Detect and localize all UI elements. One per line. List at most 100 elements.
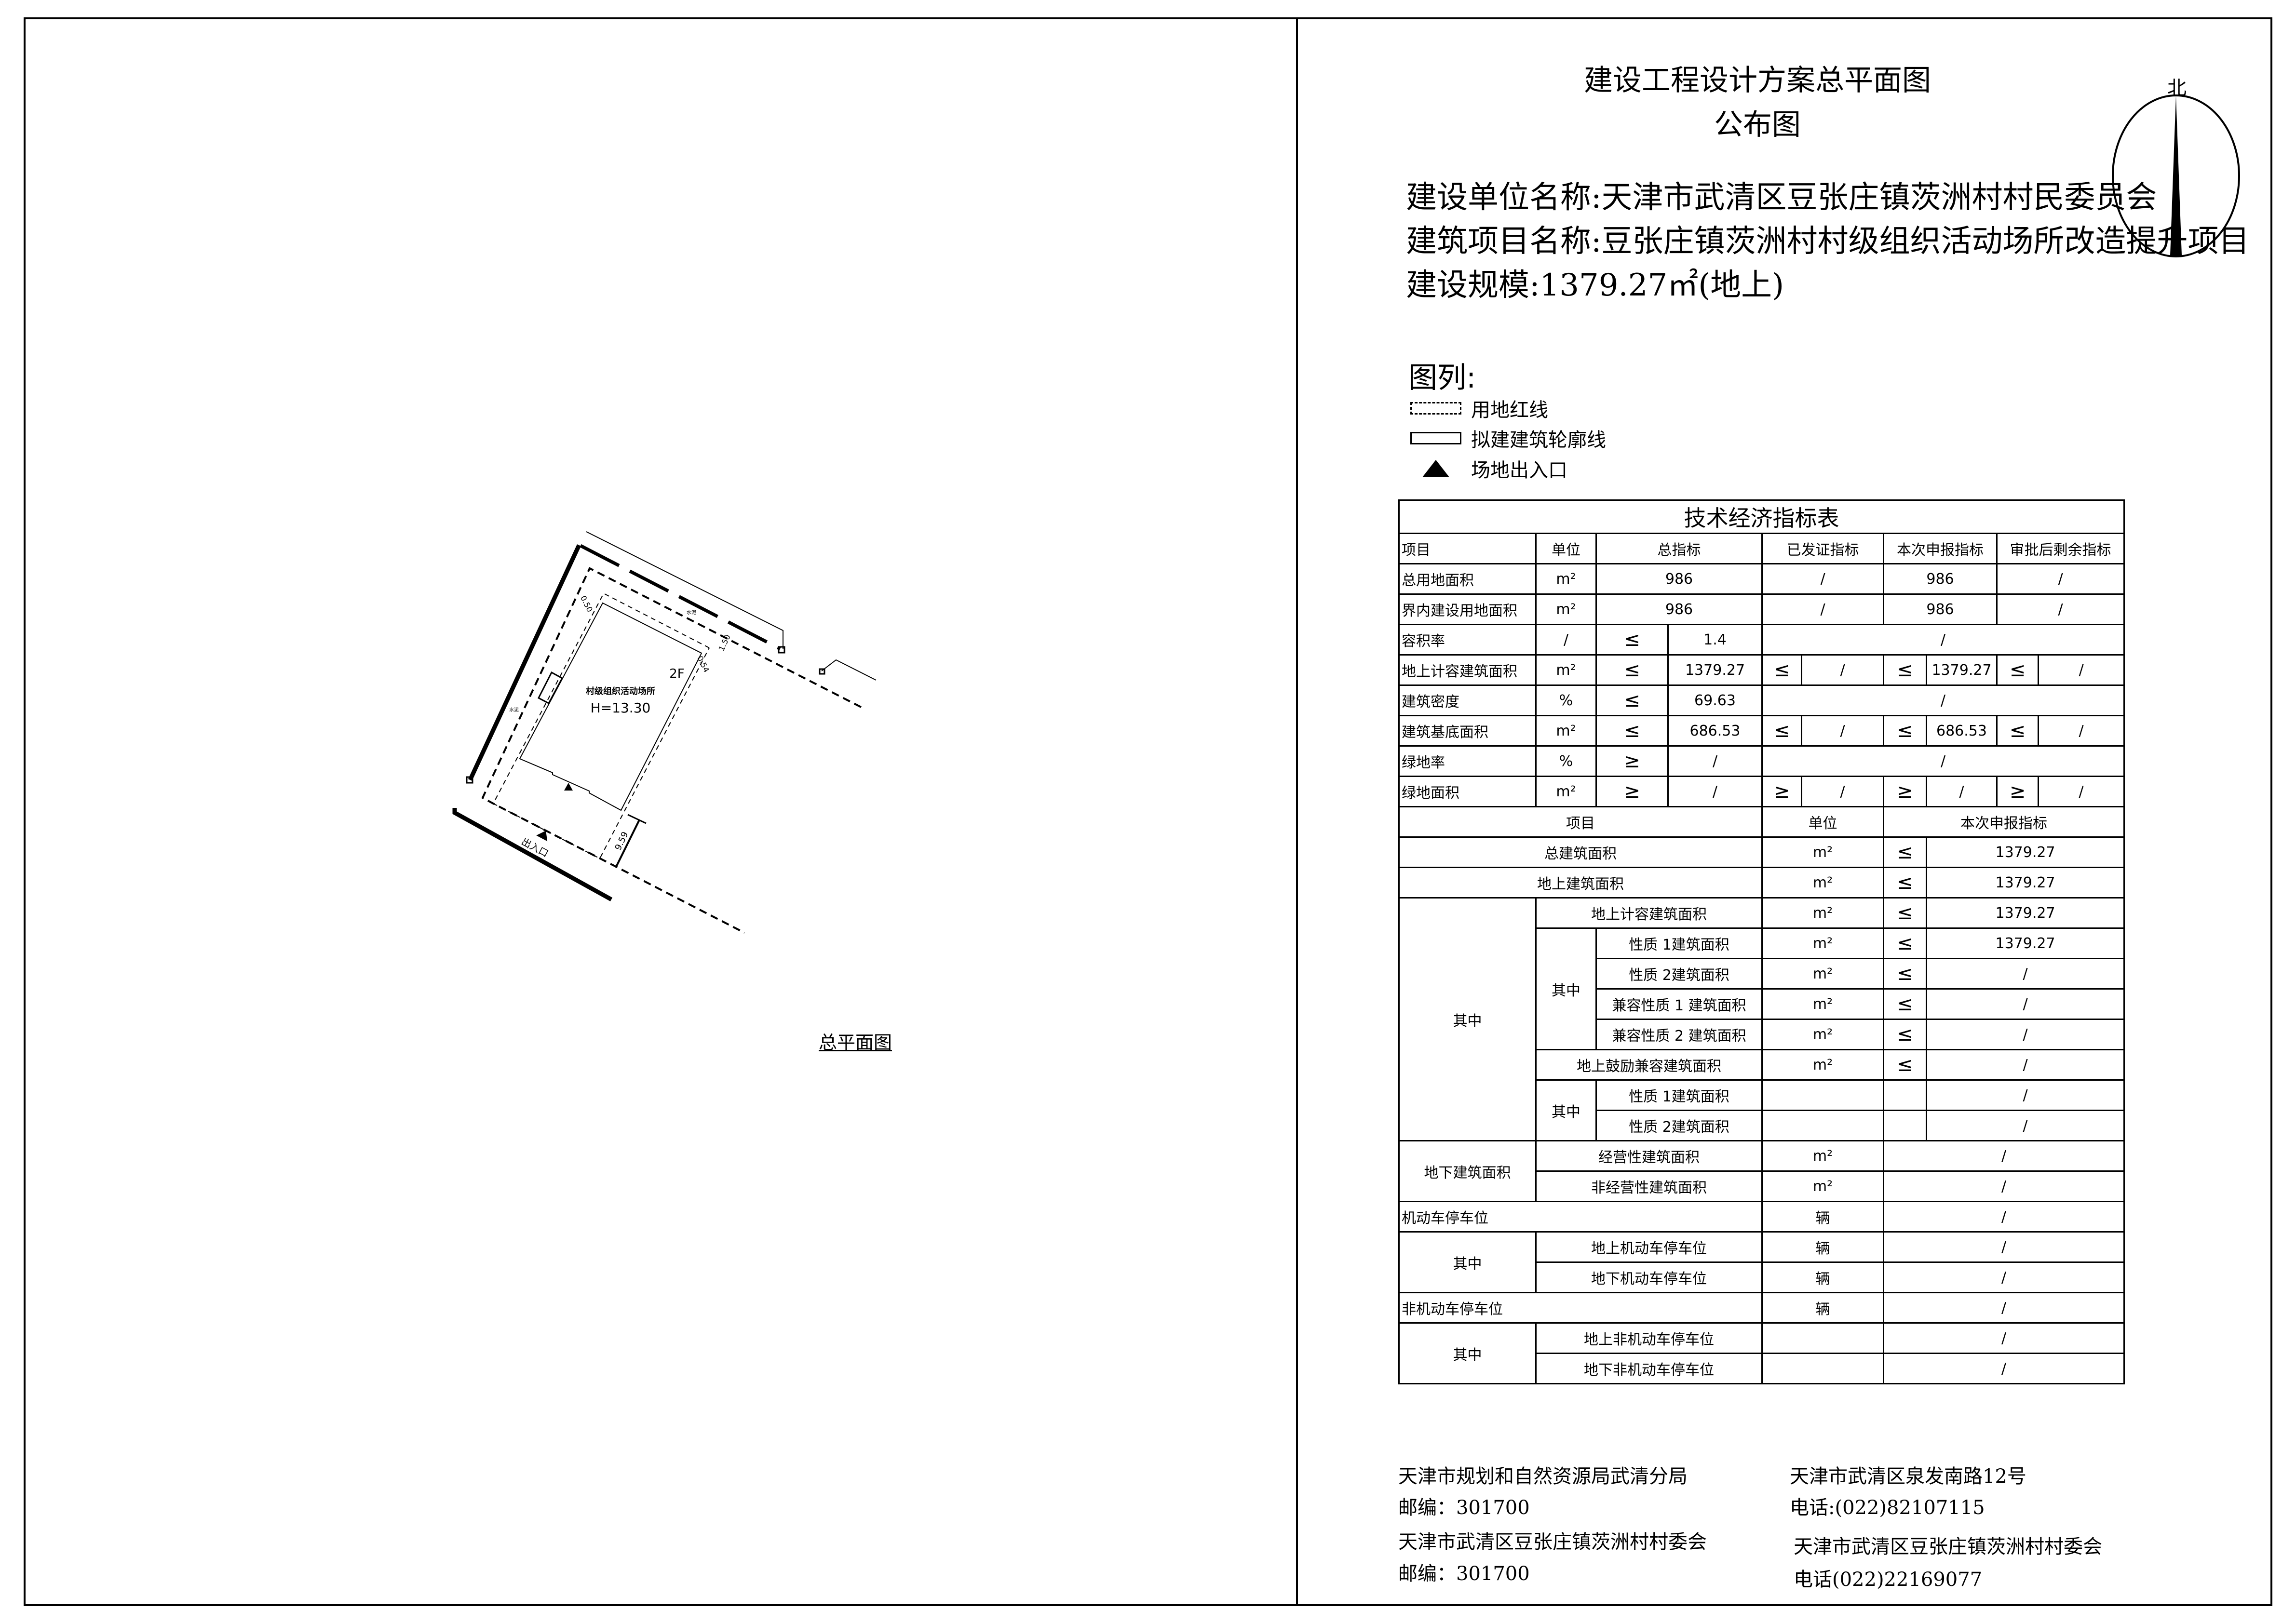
cell-unit: m² xyxy=(1761,867,1884,899)
legend-title: 图列: xyxy=(1408,361,1476,395)
north-arrow-icon xyxy=(2112,94,2240,257)
cell-unit: 辆 xyxy=(1761,1201,1884,1233)
cell-value: / xyxy=(1925,988,2125,1020)
footer-org2: 天津市武清区豆张庄镇茨洲村村委会 xyxy=(1398,1531,1707,1553)
cell-value: / xyxy=(1925,1019,2125,1050)
technical-economic-index-table: 技术经济指标表 项目 单位 总指标 已发证指标 本次申报指标 审批后剩余指标 总… xyxy=(1398,499,2125,1384)
detail-header-row: 项目 单位 本次申报指标 xyxy=(1398,806,2125,838)
cell-value: / xyxy=(1882,1353,2125,1384)
solid-rect-icon xyxy=(1410,432,1461,444)
entrance-triangle-icon xyxy=(564,783,573,791)
cell-unit: m² xyxy=(1535,776,1597,807)
cell-op: ≤ xyxy=(1883,897,1927,929)
cell-remaining: / xyxy=(2037,715,2125,747)
stair-rect xyxy=(537,671,564,705)
cell-item: 建筑密度 xyxy=(1398,684,1537,716)
table-row: 地上鼓励兼容建筑面积 m² ≤ / xyxy=(1399,1049,2125,1081)
cell-item: 地上非机动车停车位 xyxy=(1535,1322,1763,1354)
table-row: 其中 性质 1建筑面积 / xyxy=(1399,1079,2125,1141)
dashed-rect-icon xyxy=(1410,402,1461,415)
cell-group: 其中 xyxy=(1398,1322,1537,1384)
construction-unit: 建设单位名称:天津市武清区豆张庄镇茨洲村村民委员会 xyxy=(1406,180,2157,215)
drawing-subtitle: 公布图 xyxy=(1714,108,1801,142)
cell-item: 非机动车停车位 xyxy=(1398,1292,1763,1324)
cell-group: 其中 xyxy=(1398,1231,1537,1293)
cell-op: ≤ xyxy=(1761,715,1802,747)
cell-op: ≤ xyxy=(1595,624,1669,656)
table-row: 其中 地上机动车停车位 辆 / xyxy=(1398,1231,2125,1293)
cell-total: / xyxy=(1667,776,1763,807)
north-wall xyxy=(580,544,781,651)
table-row: 地上建筑面积 m² ≤ 1379.27 xyxy=(1398,867,2125,899)
dim-line-bottom xyxy=(615,819,640,868)
table-row: 其中 性质 1建筑面积 m² ≤ 1379.27 xyxy=(1399,927,2125,1050)
cell-item: 性质 2建筑面积 xyxy=(1595,958,1763,990)
cell-op: ≤ xyxy=(1883,867,1927,899)
site-red-line xyxy=(481,567,862,934)
cell-total: 986 xyxy=(1595,563,1763,595)
table-row: 建筑密度%≤69.63/ xyxy=(1398,684,2125,716)
cell-unit xyxy=(1761,1079,1884,1111)
cell-op: ≤ xyxy=(1883,1019,1927,1050)
table-row: 地下建筑面积 经营性建筑面积 m² / xyxy=(1398,1140,2125,1202)
cell-item: 经营性建筑面积 xyxy=(1535,1140,1763,1172)
footer-org2-phone: 电话(022)22169077 xyxy=(1794,1569,1983,1591)
setback-line xyxy=(492,592,710,859)
table-row: 兼容性质 2 建筑面积 m² ≤ / xyxy=(1399,1019,2125,1050)
cell-issued: / xyxy=(1801,654,1884,686)
road-label: 水泥 xyxy=(687,609,696,616)
table-row: 其中 地上计容建筑面积 m² ≤ 1379.27 xyxy=(1398,897,2125,1141)
cell-remaining: / xyxy=(1996,563,2125,595)
col-header: 总指标 xyxy=(1595,533,1763,564)
cell-value: / xyxy=(1882,1231,2125,1263)
cell-unit: m² xyxy=(1535,715,1597,747)
cell-item: 总建筑面积 xyxy=(1398,836,1763,868)
cell-total: 686.53 xyxy=(1667,715,1763,747)
cell-item: 绿地面积 xyxy=(1398,776,1537,807)
legend-item-building-outline: 拟建建筑轮廓线 xyxy=(1410,424,1606,452)
cell-unit xyxy=(1761,1353,1884,1384)
cell-value: 1379.27 xyxy=(1925,867,2125,899)
neighbor-line xyxy=(586,531,783,649)
cell-unit: / xyxy=(1535,624,1597,656)
cell-item: 总用地面积 xyxy=(1398,563,1537,595)
footer-org1: 天津市规划和自然资源局武清分局 xyxy=(1398,1465,1688,1488)
cell-value: 1379.27 xyxy=(1925,927,2125,959)
dim-label: 1.50 xyxy=(717,633,732,652)
cell-remaining: / xyxy=(2037,654,2125,686)
cell-issued: / xyxy=(1761,563,1884,595)
table-row: 非机动车停车位 辆 / xyxy=(1398,1292,2125,1324)
cell-current: 986 xyxy=(1883,593,1998,625)
cell-item: 地上计容建筑面积 xyxy=(1535,897,1763,929)
cell-op: ≤ xyxy=(1996,654,2039,686)
cell-total: 986 xyxy=(1595,593,1763,625)
south-wall xyxy=(452,808,613,901)
cell-unit: 辆 xyxy=(1761,1292,1884,1324)
drawing-frame xyxy=(24,17,2272,1606)
cell-op: ≤ xyxy=(1883,1049,1927,1081)
table-row: 地下非机动车停车位 / xyxy=(1399,1353,2125,1384)
road-label: 水泥 xyxy=(509,707,519,713)
marker-square xyxy=(466,776,473,784)
cell-group: 其中 xyxy=(1535,1079,1597,1141)
building-outline xyxy=(519,602,702,811)
cell-unit xyxy=(1761,1110,1884,1141)
cell-op: ≤ xyxy=(1996,715,2039,747)
legend-item-entrance: 场地出入口 xyxy=(1410,455,1567,483)
cell-unit: % xyxy=(1535,684,1597,716)
cell-value: / xyxy=(1925,1079,2125,1111)
entrance-triangle-icon xyxy=(536,831,548,842)
cell-unit: m² xyxy=(1761,1019,1884,1050)
cell-unit: m² xyxy=(1761,1049,1884,1081)
col-header: 已发证指标 xyxy=(1761,533,1884,564)
table-row: 绿地率%≥// xyxy=(1398,745,2125,777)
cell-item: 性质 2建筑面积 xyxy=(1595,1110,1763,1141)
cell-value: / xyxy=(1882,1170,2125,1202)
drawing-title: 建设工程设计方案总平面图 xyxy=(1584,64,1931,97)
neighbor-line-east xyxy=(821,659,877,681)
cell-unit xyxy=(1761,1322,1884,1354)
cell-op: ≤ xyxy=(1883,927,1927,959)
